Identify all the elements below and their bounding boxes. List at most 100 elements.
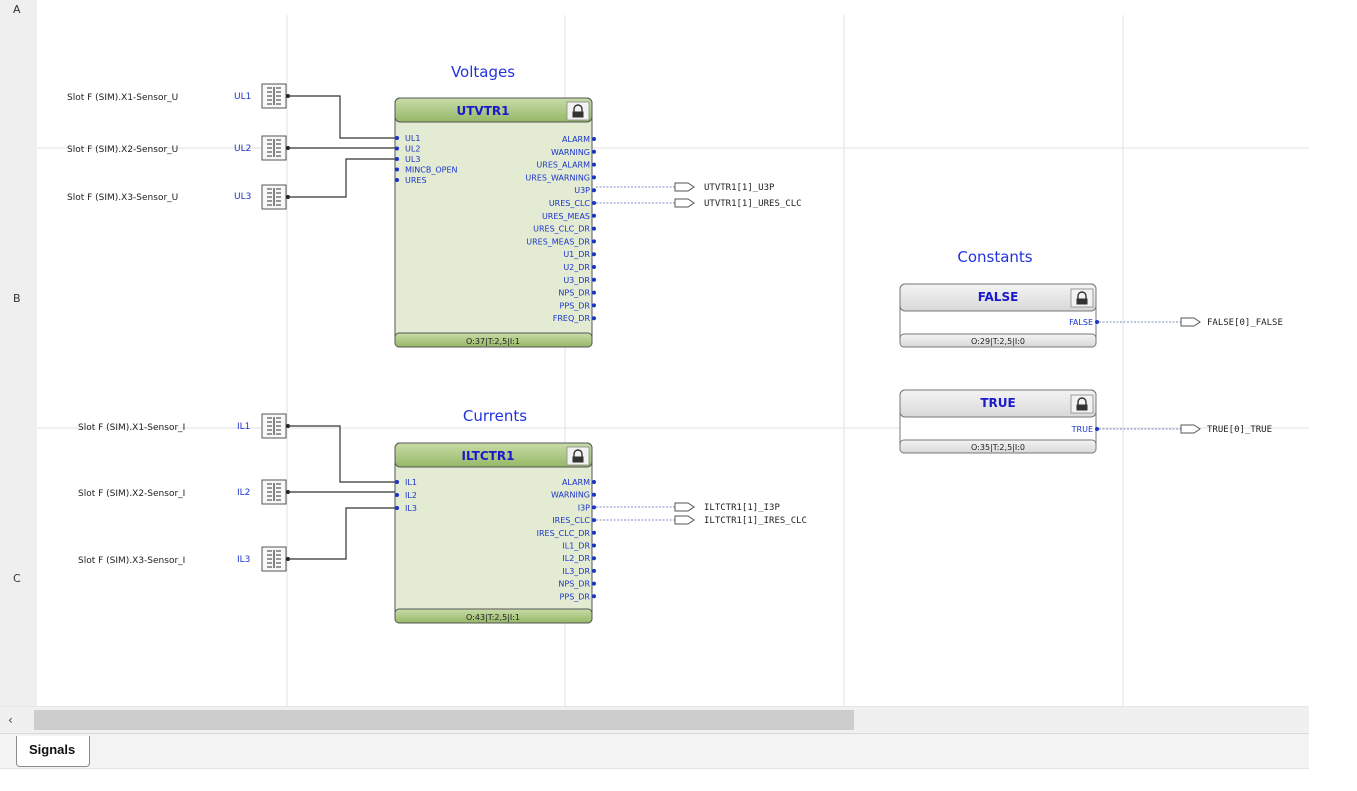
iltctr1-output-port-pps-dr: PPS_DR [560, 592, 591, 601]
utvtr1-port-dot[interactable] [592, 213, 596, 218]
utvtr1-output-port-ures-warning: URES_WARNING [525, 173, 590, 182]
current-terminal-2: IL2 [237, 488, 250, 498]
utvtr1-output-port-ures-clc-dr: URES_CLC_DR [533, 225, 590, 234]
iltctr1-port-dot[interactable] [395, 480, 399, 484]
false-output-signal[interactable]: FALSE[0]_FALSE [1207, 318, 1283, 328]
utvtr1-port-dot[interactable] [592, 226, 596, 231]
iltctr1-output-signal-1[interactable]: ILTCTR1[1]_I3P [704, 503, 780, 513]
voltage-sensor-3-transformer-icon[interactable] [261, 184, 290, 210]
iltctr1-i3p-connector-arrow-icon[interactable] [674, 502, 695, 512]
current-sensor-3-transformer-icon[interactable] [261, 546, 290, 572]
iltctr1-output-port-il3-dr: IL3_DR [562, 567, 590, 576]
voltage-terminal-3: UL3 [234, 192, 251, 202]
utvtr1-ures-clc-connector-arrow-icon[interactable] [674, 198, 695, 208]
voltage-sensor-1-transformer-icon[interactable] [261, 83, 290, 109]
true-output-label: TRUE[0]_TRUE [1207, 425, 1272, 435]
voltage-input-3[interactable]: Slot F (SIM).X3-Sensor_U UL3 [67, 192, 251, 203]
block-false[interactable]: FALSE FALSE O:29|T:2,5|I:0 [899, 283, 1099, 348]
current-sensor-1-transformer-icon[interactable] [261, 413, 290, 439]
true-output-signal[interactable]: TRUE[0]_TRUE [1207, 425, 1272, 435]
iltctr1-output-port-warning: WARNING [551, 491, 590, 500]
current-signal-1: Slot F (SIM).X1-Sensor_I [78, 423, 185, 433]
current-sensor-2-transformer-icon[interactable] [261, 479, 290, 505]
iltctr1-port-dot[interactable] [592, 556, 596, 561]
currents-title: Currents [463, 407, 527, 425]
iltctr1-port-dot[interactable] [592, 505, 596, 510]
true-connector-arrow-icon[interactable] [1180, 424, 1201, 434]
utvtr1-port-dot[interactable] [592, 316, 596, 321]
utvtr1-u3p-connector-arrow-icon[interactable] [674, 182, 695, 192]
horizontal-scrollbar[interactable]: ‹ [0, 706, 1309, 733]
iltctr1-port-dot[interactable] [592, 594, 596, 599]
utvtr1-port-dot[interactable] [592, 252, 596, 257]
utvtr1-port-dot[interactable] [395, 167, 399, 172]
utvtr1-output-port-u1-dr: U1_DR [563, 250, 590, 259]
utvtr1-output-port-ures-meas: URES_MEAS [542, 212, 590, 221]
utvtr1-port-dot[interactable] [592, 303, 596, 308]
iltctr1-port-dot[interactable] [592, 480, 596, 484]
voltage-sensor-2-transformer-icon[interactable] [261, 135, 290, 161]
iltctr1-output-port-il1-dr: IL1_DR [562, 542, 590, 551]
false-output-label: FALSE[0]_FALSE [1207, 318, 1283, 328]
voltage-input-1[interactable]: Slot F (SIM).X1-Sensor_U UL1 [67, 92, 251, 103]
iltctr1-port-dot[interactable] [592, 568, 596, 573]
iltctr1-port-dot[interactable] [592, 543, 596, 548]
utvtr1-port-dot[interactable] [592, 162, 596, 167]
utvtr1-output-label-ures-clc: UTVTR1[1]_URES_CLC [704, 199, 802, 209]
utvtr1-input-port-ul2: UL2 [405, 145, 420, 154]
voltage-input-2[interactable]: Slot F (SIM).X2-Sensor_U UL2 [67, 144, 251, 155]
iltctr1-port-dot[interactable] [592, 492, 596, 497]
iltctr1-input-port-il3: IL3 [405, 504, 417, 513]
utvtr1-port-dot[interactable] [395, 157, 399, 161]
utvtr1-port-dot[interactable] [592, 201, 596, 205]
utvtr1-port-dot[interactable] [395, 146, 399, 151]
scroll-left-arrow-icon[interactable]: ‹ [8, 713, 13, 727]
current-terminal-3: IL3 [237, 555, 250, 565]
iltctr1-lock-icon[interactable] [566, 446, 590, 466]
utvtr1-port-dot[interactable] [592, 239, 596, 244]
false-connector-arrow-icon[interactable] [1180, 317, 1201, 327]
utvtr1-lock-icon[interactable] [566, 101, 590, 121]
utvtr1-port-dot[interactable] [395, 178, 399, 182]
true-lock-icon[interactable] [1070, 394, 1094, 414]
utvtr1-output-port-freq-dr: FREQ_DR [553, 314, 591, 323]
utvtr1-port-dot[interactable] [592, 265, 596, 269]
input-wires [288, 95, 396, 560]
iltctr1-port-dot[interactable] [592, 530, 596, 535]
current-input-1[interactable]: Slot F (SIM).X1-Sensor_I IL1 [78, 422, 250, 433]
utvtr1-port-dot[interactable] [592, 137, 596, 141]
iltctr1-ires-clc-connector-arrow-icon[interactable] [674, 515, 695, 525]
utvtr1-input-port-mincb-open: MINCB_OPEN [405, 166, 457, 175]
iltctr1-port-dot[interactable] [395, 506, 399, 510]
utvtr1-output-port-ures-alarm: URES_ALARM [536, 161, 590, 170]
utvtr1-output-signal-1[interactable]: UTVTR1[1]_U3P [704, 183, 775, 193]
utvtr1-port-dot[interactable] [592, 149, 596, 154]
iltctr1-port-dot[interactable] [395, 493, 399, 497]
block-true[interactable]: TRUE TRUE O:35|T:2,5|I:0 [899, 389, 1099, 454]
iltctr1-input-port-il2: IL2 [405, 491, 417, 500]
iltctr1-output-signal-2[interactable]: ILTCTR1[1]_IRES_CLC [704, 516, 807, 526]
iltctr1-input-port-il1: IL1 [405, 478, 417, 487]
utvtr1-port-dot[interactable] [395, 136, 399, 140]
current-input-3[interactable]: Slot F (SIM).X3-Sensor_I IL3 [78, 555, 250, 566]
utvtr1-port-dot[interactable] [592, 290, 596, 295]
current-terminal-1: IL1 [237, 422, 250, 432]
current-input-2[interactable]: Slot F (SIM).X2-Sensor_I IL2 [78, 488, 250, 499]
iltctr1-port-dot[interactable] [592, 518, 596, 523]
tab-signals[interactable]: Signals [16, 736, 91, 767]
iltctr1-port-dot[interactable] [592, 581, 596, 586]
false-title: FALSE [978, 290, 1019, 304]
utvtr1-port-dot[interactable] [592, 277, 596, 282]
utvtr1-port-dot[interactable] [592, 188, 596, 193]
scrollbar-thumb[interactable] [34, 710, 854, 730]
false-output-port: FALSE [1069, 318, 1093, 327]
true-output-port: TRUE [1071, 425, 1093, 434]
utvtr1-output-port-u3-dr: U3_DR [563, 276, 590, 285]
output-connections [596, 186, 1181, 521]
false-lock-icon[interactable] [1070, 288, 1094, 308]
block-utvtr1[interactable]: UTVTR1 O:37|T:2,5|I:1 UL1UL2UL3MINCB_OPE… [394, 97, 596, 348]
voltage-signal-1: Slot F (SIM).X1-Sensor_U [67, 93, 178, 103]
utvtr1-port-dot[interactable] [592, 175, 596, 180]
utvtr1-output-signal-2[interactable]: UTVTR1[1]_URES_CLC [704, 199, 802, 209]
